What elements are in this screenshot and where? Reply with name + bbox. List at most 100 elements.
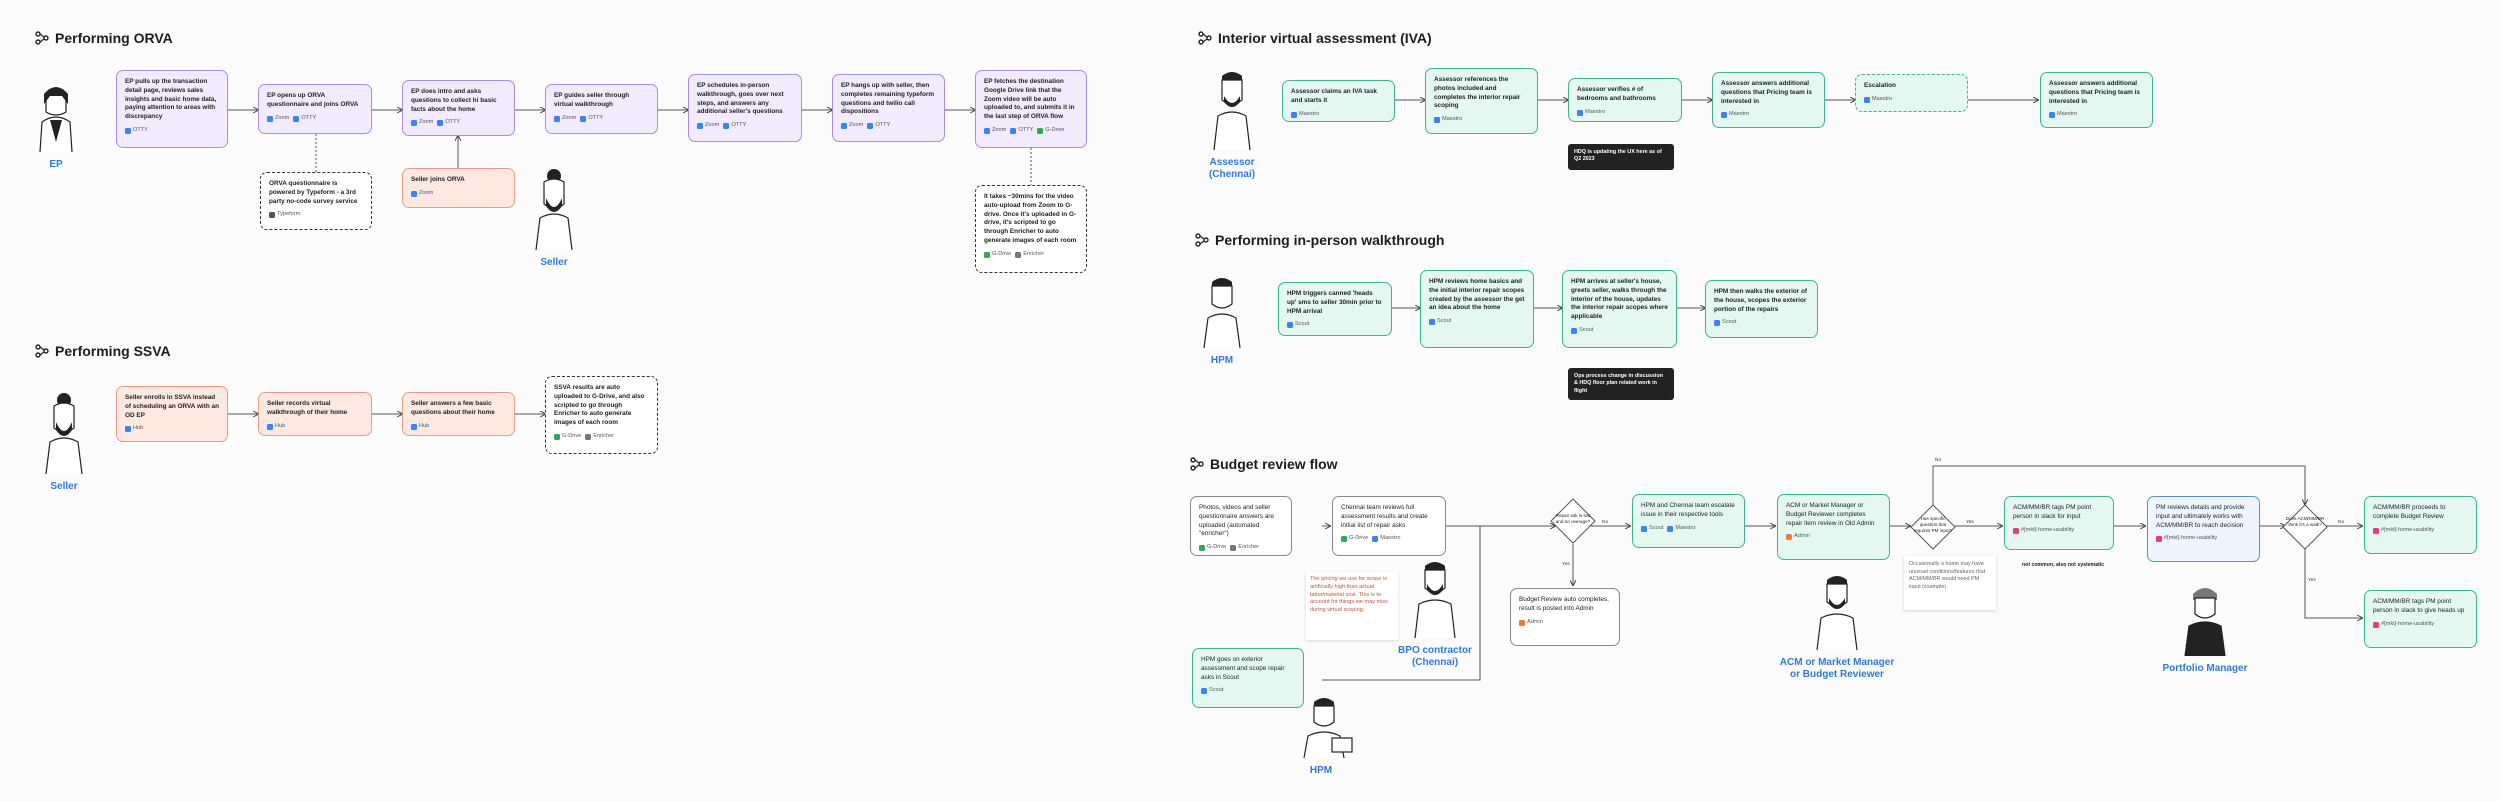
actor-label: EP (49, 159, 63, 170)
actor-hpm-walk: HPM (1196, 276, 1248, 367)
budget-step-auto-complete[interactable]: Budget Review auto completes, result is … (1510, 588, 1620, 646)
orva-step-5[interactable]: EP schedules in-person walkthrough, goes… (688, 74, 802, 142)
budget-step-complete[interactable]: ACM/MM/BR proceeds to complete Budget Re… (2364, 496, 2477, 554)
flow-icon (1190, 457, 1204, 471)
app-icon (437, 120, 444, 127)
budget-step-upload[interactable]: Photos, videos and seller questionnaire … (1190, 496, 1292, 556)
tool-tag: OTTY (580, 115, 603, 123)
pricing-note: The pricing we use for scope is artifici… (1306, 572, 1398, 640)
zoom-icon (411, 190, 417, 197)
budget-step-pm-review[interactable]: PM reviews details and provide input and… (2147, 496, 2260, 562)
ssva-step-4[interactable]: SSVA results are auto uploaded to G-Driv… (545, 376, 658, 454)
gdrive-icon (554, 434, 560, 440)
ssva-step-2[interactable]: Seller records virtual walkthrough of th… (258, 392, 372, 436)
tool-tag: Enricher (1015, 251, 1044, 259)
maestro-icon (1667, 525, 1674, 532)
actor-assessor: Assessor (Chennai) (1200, 70, 1264, 181)
app-icon (841, 123, 847, 130)
person-illustration-icon (2184, 588, 2226, 657)
iva-step-6[interactable]: Assessor answers additional questions th… (2040, 72, 2153, 128)
person-illustration-icon (45, 393, 83, 475)
orva-step-2[interactable]: EP opens up ORVA questionnaire and joins… (258, 84, 372, 134)
app-icon (697, 123, 703, 130)
tool-tag: Scout (1429, 318, 1451, 326)
section-title-ssva: Performing SSVA (35, 343, 171, 359)
actor-seller-ssva: Seller (35, 392, 93, 493)
tool-tag: G-Drive (554, 433, 581, 441)
budget-step-chennai-review[interactable]: Chennai team reviews full assessment res… (1332, 496, 1446, 556)
app-icon (723, 123, 730, 130)
person-illustration-icon (39, 87, 73, 153)
actor-label: Assessor (Chennai) (1208, 157, 1256, 180)
branch-label-yes: Yes (2308, 578, 2316, 583)
tool-tag: Scout (1201, 687, 1223, 695)
orva-step-6[interactable]: EP hangs up with seller, then completes … (832, 74, 945, 142)
gdrive-icon (1037, 128, 1044, 134)
iva-step-3[interactable]: Assessor verifies # of bedrooms and bath… (1568, 78, 1682, 122)
maestro-icon (1577, 109, 1583, 116)
scout-icon (1201, 688, 1207, 695)
walk-step-4[interactable]: HPM then walks the exterior of the house… (1705, 280, 1818, 338)
slack-icon (2373, 621, 2379, 628)
tool-tag: Zoom (411, 119, 433, 127)
app-icon (580, 115, 587, 122)
iva-step-4[interactable]: Assessor answers additional questions th… (1712, 72, 1825, 128)
tool-tag: Maestro (1864, 96, 1892, 104)
gdrive-icon (984, 251, 990, 258)
decision-2-label: Has specific question that requires PM i… (1913, 516, 1953, 533)
budget-step-tag-pm[interactable]: ACM/MM/BR tags PM point person in slack … (2004, 496, 2114, 550)
orva-step-1[interactable]: EP pulls up the transaction detail page,… (116, 70, 228, 148)
slack-icon (2373, 527, 2379, 534)
budget-step-hpm-exterior[interactable]: HPM goes on exterior assessment and scop… (1192, 648, 1304, 708)
admin-icon (1519, 619, 1525, 626)
person-illustration-icon (1213, 72, 1251, 151)
tool-tag: Zoom (984, 127, 1006, 135)
branch-label-yes: Yes (1562, 562, 1570, 567)
decision-3-label: Does ACM/MM/BR think it's a walk? (2285, 516, 2325, 527)
pm-input-note: Occasionally a home may have unusual con… (1904, 556, 1996, 610)
budget-step-escalate[interactable]: HPM and Chennai team escalate issue in t… (1632, 494, 1745, 548)
iva-step-1[interactable]: Assessor claims an IVA task and starts i… (1282, 80, 1395, 122)
section-title-walkthrough: Performing in-person walkthrough (1195, 232, 1444, 248)
orva-step-7[interactable]: EP fetches the destination Google Drive … (975, 70, 1087, 148)
tool-tag: OTTY (437, 119, 460, 127)
typeform-icon (269, 212, 275, 219)
maestro-icon (1864, 96, 1870, 103)
tool-tag: G-Drive (1199, 544, 1226, 552)
orva-step-3[interactable]: EP does intro and asks questions to coll… (402, 80, 515, 136)
ssva-step-1[interactable]: Seller enrolls in SSVA instead of schedu… (116, 386, 228, 442)
walk-step-3[interactable]: HPM arrives at seller's house, greets se… (1562, 270, 1677, 348)
tool-tag: OTTY (723, 122, 746, 130)
iva-step-escalation[interactable]: Escalation Maestro (1855, 74, 1968, 112)
walk-step-2[interactable]: HPM reviews home basics and the initial … (1420, 270, 1534, 348)
tool-tag: Maestro (2049, 111, 2077, 119)
orva-seller-joins[interactable]: Seller joins ORVA Zoom (402, 168, 515, 208)
person-illustration-icon (535, 169, 573, 251)
tool-tag: #[mkt]-home-usability (2373, 621, 2434, 629)
scout-icon (1429, 319, 1435, 326)
budget-step-heads-up[interactable]: ACM/MM/BR tags PM point person in slack … (2364, 590, 2477, 648)
tool-tag: #[mkt]-home-usability (2013, 527, 2074, 535)
walk-step-1[interactable]: HPM triggers canned 'heads up' sms to se… (1278, 282, 1392, 336)
section-title-iva: Interior virtual assessment (IVA) (1198, 30, 1432, 46)
section-title-orva: Performing ORVA (35, 30, 173, 46)
orva-step-4[interactable]: EP guides seller through virtual walkthr… (545, 84, 658, 134)
ssva-step-3[interactable]: Seller answers a few basic questions abo… (402, 392, 515, 436)
enricher-icon (1230, 545, 1237, 552)
scout-icon (1714, 320, 1720, 327)
tool-tag: Hub (125, 425, 143, 433)
budget-step-acm-review[interactable]: ACM or Market Manager or Budget Reviewer… (1777, 494, 1890, 560)
decision-diamond-2 (1910, 504, 1956, 550)
hub-icon (411, 423, 417, 430)
person-illustration-icon (1303, 698, 1353, 759)
iva-step-2[interactable]: Assessor references the photos included … (1425, 68, 1538, 134)
flow-icon (1198, 31, 1212, 45)
tool-tag: Maestro (1291, 111, 1319, 119)
actor-label: Seller (540, 257, 568, 268)
tool-tag: Zoom (697, 122, 719, 130)
tool-tag: OTTY (125, 127, 148, 135)
tool-tag: Enricher (1230, 544, 1259, 552)
actor-label: Seller (50, 481, 78, 492)
branch-label-no: No (1935, 458, 1942, 463)
